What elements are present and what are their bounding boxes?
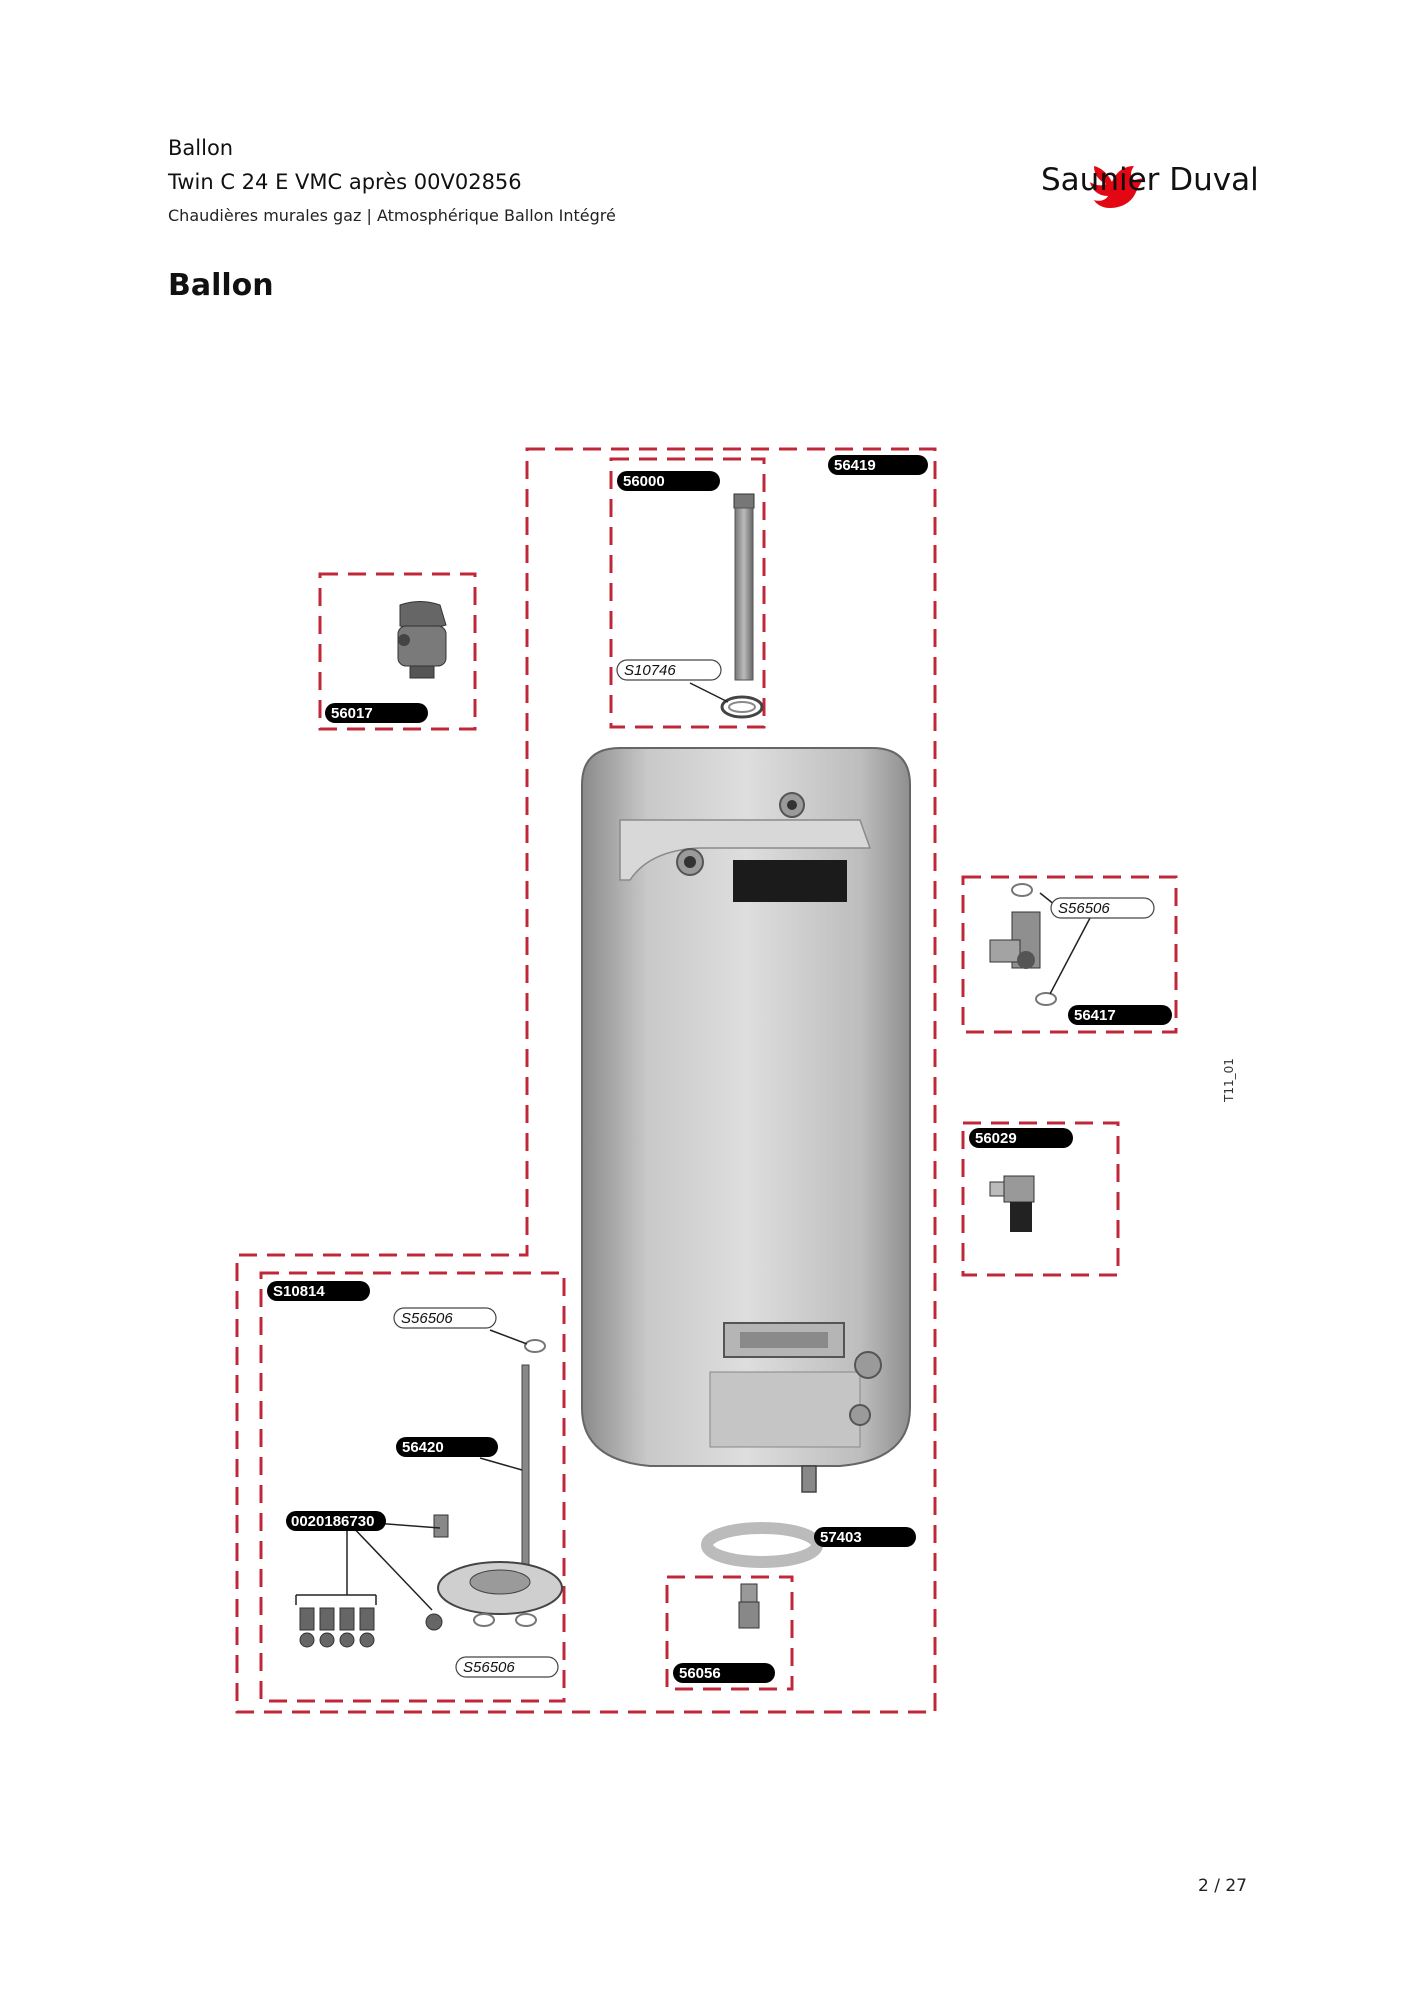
gasket-and-drain xyxy=(701,1522,845,1629)
header-category: Chaudières murales gaz | Atmosphérique B… xyxy=(168,206,616,225)
part-label-56000: 56000 xyxy=(617,471,720,491)
outline-drain xyxy=(665,1575,794,1691)
svg-text:0020186730: 0020186730 xyxy=(291,1513,374,1530)
brand-name: Saunier Duval xyxy=(1041,162,1259,198)
tank-body xyxy=(581,747,911,1493)
saunier-duval-bird-icon xyxy=(1090,166,1144,208)
part-label-S56506-bottom: S56506 xyxy=(455,1656,559,1678)
outline-element xyxy=(259,1271,566,1703)
part-label-S10814: S10814 xyxy=(267,1281,370,1301)
diagram-reference: T11_01 xyxy=(1222,1058,1236,1103)
valve-part xyxy=(989,1175,1035,1232)
svg-text:S56506: S56506 xyxy=(1058,900,1110,917)
outline-tee xyxy=(961,875,1178,1034)
part-label-0020186730: 0020186730 xyxy=(286,1511,386,1531)
outline-valve xyxy=(961,1121,1120,1277)
page-number: 2 / 27 xyxy=(1198,1876,1247,1896)
svg-text:56029: 56029 xyxy=(975,1130,1017,1147)
heating-element-part xyxy=(295,1329,563,1648)
part-label-56029: 56029 xyxy=(969,1128,1073,1148)
svg-text:57403: 57403 xyxy=(820,1529,862,1546)
part-label-56419: 56419 xyxy=(828,455,928,475)
svg-text:56000: 56000 xyxy=(623,473,665,490)
part-label-57403: 57403 xyxy=(814,1527,916,1547)
part-label-56420: 56420 xyxy=(396,1437,498,1457)
svg-text:S56506: S56506 xyxy=(401,1310,453,1327)
part-label-S56506-right: S56506 xyxy=(1050,897,1155,919)
svg-text:56419: 56419 xyxy=(834,457,876,474)
svg-text:S10746: S10746 xyxy=(624,662,676,679)
svg-text:56417: 56417 xyxy=(1074,1007,1116,1024)
part-label-56017: 56017 xyxy=(325,703,428,723)
svg-text:S56506: S56506 xyxy=(463,1659,515,1676)
outline-anode xyxy=(609,457,766,729)
svg-text:S10814: S10814 xyxy=(273,1283,325,1300)
part-label-S10746: S10746 xyxy=(616,659,722,681)
part-label-56056: 56056 xyxy=(673,1663,775,1683)
svg-text:56017: 56017 xyxy=(331,705,373,722)
header-model: Twin C 24 E VMC après 00V02856 xyxy=(168,170,522,194)
outline-air-vent xyxy=(318,572,477,731)
svg-text:56420: 56420 xyxy=(402,1439,444,1456)
svg-text:56056: 56056 xyxy=(679,1665,721,1682)
header-section: Ballon xyxy=(168,136,234,160)
page-title: Ballon xyxy=(168,268,274,303)
group-outlines xyxy=(235,447,1178,1714)
air-vent-part xyxy=(397,601,447,679)
anode-rod xyxy=(689,493,764,719)
part-label-S56506-top: S56506 xyxy=(393,1307,497,1329)
part-label-56417: 56417 xyxy=(1068,1005,1172,1025)
outline-main xyxy=(235,447,937,1714)
